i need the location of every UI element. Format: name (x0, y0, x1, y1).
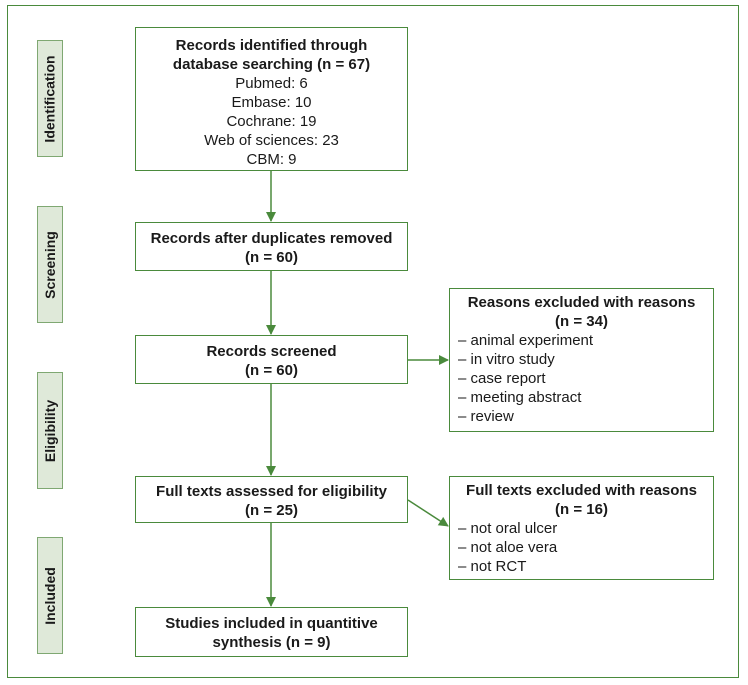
records-identified-box: Records identified through database sear… (135, 27, 408, 171)
source-pubmed: Pubmed: 6 (235, 75, 308, 92)
duplicates-removed-box: Records after duplicates removed (n = 60… (135, 222, 408, 271)
excluded-full-text-box: Full texts excluded with reasons (n = 16… (449, 476, 714, 580)
excluded-full-text-count: (n = 16) (555, 501, 608, 518)
reason-animal-experiment: – animal experiment (458, 332, 594, 349)
source-embase: Embase: 10 (231, 94, 312, 111)
stage-eligibility: Eligibility (37, 372, 63, 489)
source-web-of-sciences: Web of sciences: 23 (204, 132, 339, 149)
stage-identification: Identification (37, 40, 63, 157)
records-identified-title: Records identified through database sear… (172, 37, 371, 73)
duplicates-removed-title: Records after duplicates removed (150, 230, 393, 247)
reason-not-aloe-vera: – not aloe vera (458, 539, 558, 556)
full-texts-assessed-title: Full texts assessed for eligibility (156, 483, 387, 500)
studies-included-box: Studies included in quantitive synthesis… (135, 607, 408, 657)
source-cbm: CBM: 9 (246, 151, 297, 168)
reason-in-vitro-study: – in vitro study (458, 351, 555, 368)
studies-included-count: synthesis (n = 9) (212, 634, 331, 651)
records-screened-box: Records screened (n = 60) (135, 335, 408, 384)
reason-review: – review (458, 408, 514, 425)
reason-not-oral-ulcer: – not oral ulcer (458, 520, 558, 537)
duplicates-removed-count: (n = 60) (245, 249, 298, 266)
stage-included: Included (37, 537, 63, 654)
reason-meeting-abstract: – meeting abstract (458, 389, 582, 406)
source-cochrane: Cochrane: 19 (226, 113, 317, 130)
studies-included-title: Studies included in quantitive (165, 615, 378, 632)
excluded-screening-box: Reasons excluded with reasons (n = 34) –… (449, 288, 714, 432)
diagram-frame (7, 5, 739, 678)
records-screened-title: Records screened (206, 343, 337, 360)
excluded-screening-title: Reasons excluded with reasons (467, 294, 696, 311)
excluded-screening-count: (n = 34) (555, 313, 608, 330)
excluded-full-text-title: Full texts excluded with reasons (466, 482, 697, 499)
stage-screening: Screening (37, 206, 63, 323)
full-texts-assessed-count: (n = 25) (245, 502, 298, 519)
arrow-full-texts-to-excluded (407, 499, 449, 527)
reason-case-report: – case report (458, 370, 546, 387)
reason-not-rct: – not RCT (458, 558, 527, 575)
records-screened-count: (n = 60) (245, 362, 298, 379)
full-texts-assessed-box: Full texts assessed for eligibility (n =… (135, 476, 408, 523)
